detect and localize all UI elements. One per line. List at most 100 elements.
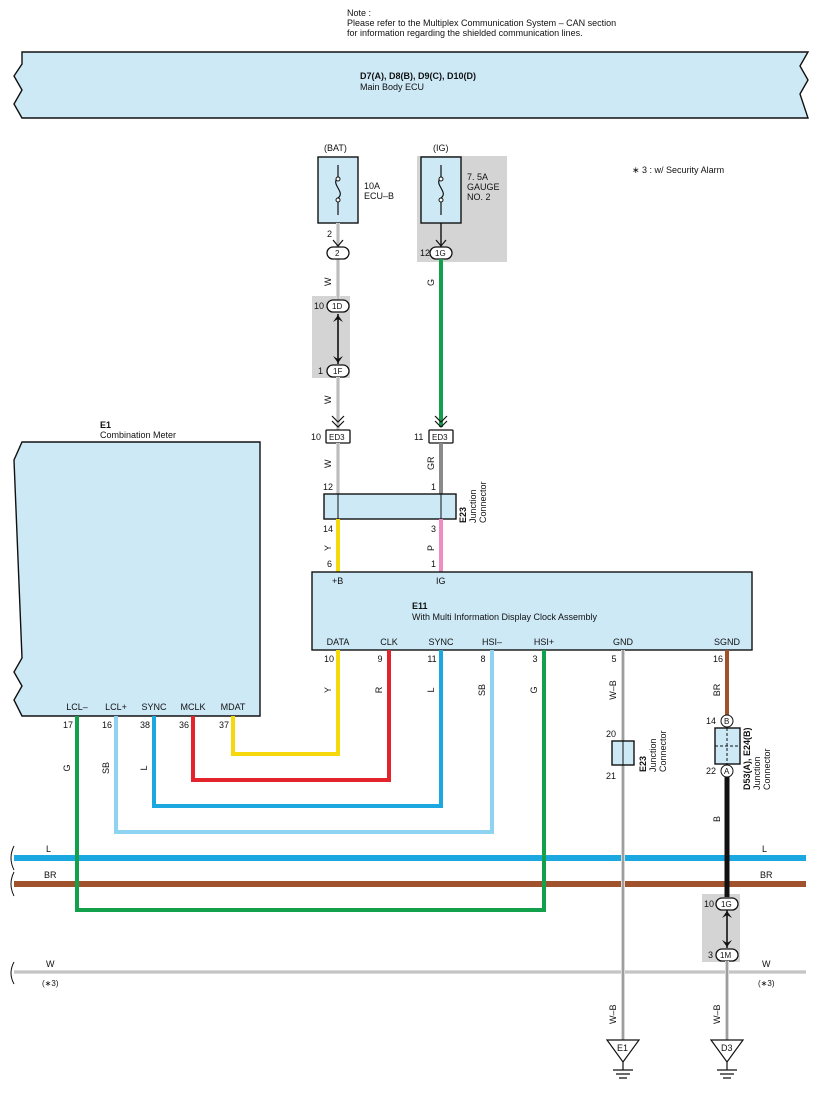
- ed3-right-label: ED3: [432, 433, 448, 442]
- fuse-node-icon: [438, 197, 444, 203]
- ground-e1[interactable]: W–B E1: [605, 1004, 641, 1079]
- conn-1d-label: 1D: [332, 302, 342, 311]
- conn-1g-pin: 10: [704, 899, 714, 909]
- e23-bottom-pin-bot: 21: [606, 771, 616, 781]
- ed3-left-pin: 10: [311, 432, 321, 442]
- e11-pin-1: 9: [377, 654, 382, 664]
- ground-triangle-icon: [605, 1039, 641, 1064]
- arrow-up-icon: [333, 315, 343, 322]
- bus-br-label-right: BR: [760, 870, 773, 880]
- conn-1g-label: 1G: [721, 900, 732, 909]
- lcl-plus-wire: [114, 650, 494, 834]
- d53-name1: Junction: [752, 756, 762, 790]
- e1-terminal-4: MDAT: [221, 702, 246, 712]
- e11-b-pin: 6: [327, 559, 332, 569]
- combination-meter-box[interactable]: [13, 441, 261, 717]
- e23-top-code: E23: [458, 507, 468, 523]
- note-title: Note :: [347, 8, 371, 18]
- e11-pin-4: 3: [532, 654, 537, 664]
- e23-bottom-name1: Junction: [648, 738, 658, 772]
- bat-source-label: (BAT): [324, 143, 347, 153]
- signal-wires: [114, 650, 494, 834]
- e1-pin-3: 36: [179, 720, 189, 730]
- e11-pin-2: 11: [427, 654, 436, 664]
- mdat-wire: [231, 650, 340, 756]
- e23-top-pin-tr: 1: [431, 482, 436, 492]
- conn-1m-label: 1M: [720, 951, 731, 960]
- e1-pin-2: 38: [140, 720, 150, 730]
- e11-wire-6: BR: [712, 683, 722, 696]
- e11-term-ig: IG: [436, 576, 446, 586]
- e23-bottom-name2: Connector: [658, 730, 668, 772]
- g-wire-color: G: [426, 279, 436, 286]
- ground-triangle-icon: [709, 1039, 745, 1064]
- w-wire-ed3-color: W: [323, 459, 333, 468]
- bat-fuse-rating: 10A: [364, 181, 380, 191]
- conn-1g-top-label: 1G: [435, 249, 446, 258]
- mclk-wire: [191, 650, 391, 782]
- conn-1d-pill[interactable]: [326, 299, 350, 313]
- e23-bottom-pin-top: 20: [606, 729, 616, 739]
- e11-code: E11: [412, 601, 428, 611]
- e1-wire-2: L: [139, 765, 149, 770]
- ig-fuse-rating: 7. 5A: [467, 172, 488, 182]
- bat-wire-color: W: [323, 277, 333, 286]
- fuse-node-icon: [438, 176, 444, 182]
- conn-2-label: 2: [335, 249, 340, 258]
- arrow-down-icon: [333, 356, 343, 363]
- note-line2: for information regarding the shielded c…: [347, 28, 583, 38]
- e1-pin-0: 17: [63, 720, 73, 730]
- e1-terminal-1: LCL+: [105, 702, 127, 712]
- e1-wire-1: SB: [101, 762, 111, 774]
- y-wire-b-color: Y: [323, 545, 333, 551]
- e1-pin-1: 16: [102, 720, 112, 730]
- ground-icon: [717, 1062, 737, 1079]
- e23-top-pin-br: 3: [431, 524, 436, 534]
- e23-top-name1: Junction: [468, 489, 478, 523]
- ground-e1-wire: W–B: [608, 1004, 618, 1024]
- conn-2-pill[interactable]: [326, 246, 350, 260]
- e11-wire-0: Y: [323, 687, 333, 693]
- bat-fuse-name: ECU–B: [364, 191, 394, 201]
- b-wire-color: B: [712, 816, 722, 822]
- ground-d3-wire: W–B: [712, 1004, 722, 1024]
- conn-1f-label: 1F: [333, 367, 342, 376]
- w-wire-color: W: [323, 395, 333, 404]
- chevron-down-icon: [435, 239, 447, 247]
- e11-terminal-5: GND: [613, 637, 634, 647]
- main-body-ecu-box[interactable]: [13, 51, 810, 119]
- p-wire-color: P: [426, 545, 436, 551]
- bus-w-left-break: [10, 961, 15, 985]
- e11-terminal-0: DATA: [327, 637, 350, 647]
- e23-top-pin-bl: 14: [323, 524, 333, 534]
- bus-w-label-right: W: [762, 959, 771, 969]
- conn-1d-pin: 10: [314, 301, 324, 311]
- chevron-down-icon: [332, 239, 344, 247]
- ground-e1-label: E1: [617, 1043, 628, 1053]
- e23-bottom-code: E23: [638, 756, 648, 772]
- main-ecu-name: Main Body ECU: [360, 82, 424, 92]
- e1-wire-0: G: [62, 764, 72, 771]
- e11-term-b: +B: [332, 576, 343, 586]
- bus-w-label-left: W: [46, 959, 55, 969]
- e11-pin-3: 8: [480, 654, 485, 664]
- e11-wire-3: SB: [477, 684, 487, 696]
- gr-wire-color: GR: [426, 456, 436, 470]
- bus-br-label-left: BR: [44, 870, 57, 880]
- conn-1m-pin: 3: [708, 950, 713, 960]
- e11-clock-assembly-box[interactable]: [311, 571, 753, 651]
- ground-d3[interactable]: W–B D3: [709, 1004, 745, 1079]
- e11-terminal-6: SGND: [714, 637, 741, 647]
- bus-l-label-right: L: [762, 844, 767, 854]
- e11-terminal-1: CLK: [380, 637, 398, 647]
- e11-terminal-2: SYNC: [428, 637, 454, 647]
- bus-l-left-break: [10, 845, 15, 871]
- e1-pin-4: 37: [219, 720, 229, 730]
- e11-wire-1: R: [374, 686, 384, 693]
- ig-fuse-name1: GAUGE: [467, 182, 500, 192]
- ig-fuse-name2: NO. 2: [467, 192, 491, 202]
- conn-1f-pin: 1: [318, 366, 323, 376]
- e23-top-junction[interactable]: [323, 493, 457, 520]
